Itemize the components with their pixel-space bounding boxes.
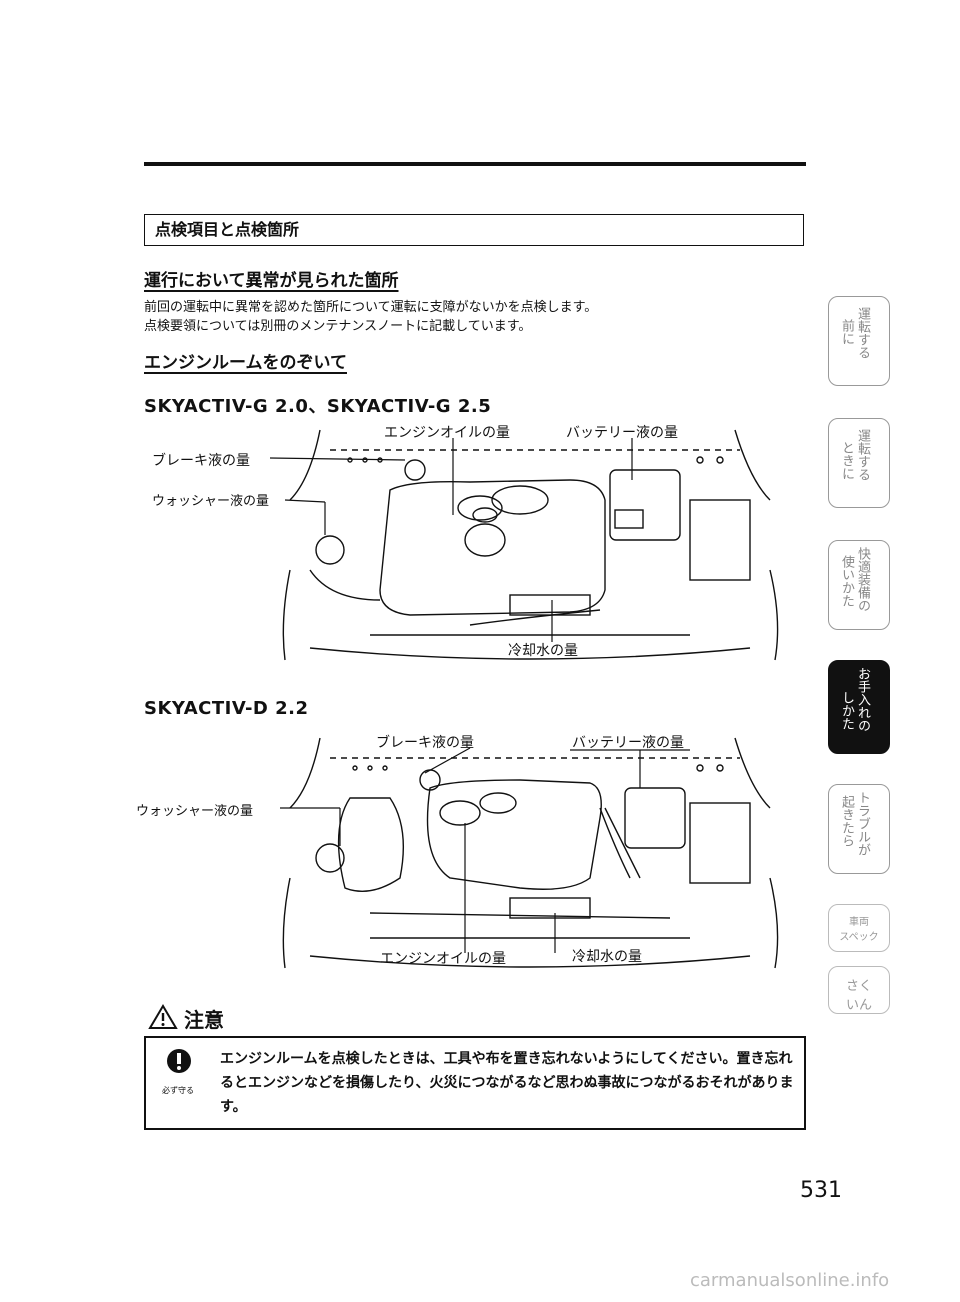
tab-trouble-col2: トラブルが [855,791,870,856]
tab-before-driving-col2: 運転する [855,307,870,359]
caution-title: 注意 [184,1008,224,1032]
tab-spec[interactable]: 車両 スペック [828,904,890,952]
heading-abnormal: 運行において異常が見られた箇所 [144,271,399,291]
diagram1-label-coolant: 冷却水の量 [508,643,578,659]
intro-paragraph: 前回の運転中に異常を認めた箇所について運転に支障がないかを点検します。 点検要領… [144,298,597,336]
engine-room-diagram-1 [270,429,779,661]
caution-box [144,1036,806,1130]
tab-index-line2: いん [845,998,872,1013]
tab-index-line1: さく [845,979,872,994]
section-title: 点検項目と点検箇所 [144,214,804,246]
tab-spec-line2: スペック [839,932,879,943]
intro-line-2: 点検要領については別冊のメンテナンスノートに記載しています。 [144,319,532,334]
tab-comfort[interactable]: 使いかた 快適装備の [828,540,890,630]
warning-triangle-icon [148,1004,178,1029]
top-rule [144,162,806,166]
diagram1-model: SKYACTIV-G 2.0、SKYACTIV-G 2.5 [144,396,492,417]
diagram2-label-battery: バッテリー液の量 [572,735,684,751]
tab-trouble-col1: 起きたら [839,795,854,847]
diagram2-model: SKYACTIV-D 2.2 [144,698,309,719]
diagram2-label-coolant: 冷却水の量 [572,949,642,965]
exclamation-icon [167,1049,191,1073]
tab-while-driving-col2: 運転する [855,429,870,481]
watermark: carmanualsonline.info [690,1270,890,1291]
engine-room-diagram-2 [280,737,779,969]
diagram1-label-brake: ブレーキ液の量 [152,453,250,469]
diagram2-label-washer: ウォッシャー液の量 [136,804,254,819]
tab-comfort-col2: 快適装備の [855,547,870,612]
diagram2-label-engine-oil: エンジンオイルの量 [380,951,506,967]
page-number: 531 [800,1178,842,1203]
tab-comfort-col1: 使いかた [839,555,854,607]
tab-maintenance-col1: しかた [839,691,854,730]
tab-while-driving-col1: ときに [839,441,854,480]
tab-trouble[interactable]: 起きたら トラブルが [828,784,890,874]
diagram1-label-engine-oil: エンジンオイルの量 [384,425,510,441]
diagram1-label-battery: バッテリー液の量 [566,425,678,441]
tab-before-driving-col1: 前に [839,319,854,345]
heading-engine-room: エンジンルームをのぞいて [144,353,347,373]
tab-index[interactable]: さく いん [828,966,890,1014]
must-follow-label: 必ず守る [162,1086,194,1095]
diagram1-label-washer: ウォッシャー液の量 [152,494,270,509]
caution-text: エンジンルームを点検したときは、工具や布を置き忘れないようにしてください。置き忘… [220,1051,794,1115]
intro-line-1: 前回の運転中に異常を認めた箇所について運転に支障がないかを点検します。 [144,300,598,315]
tab-spec-line1: 車両 [849,917,869,928]
tab-maintenance-col2: お手入れの [855,667,870,732]
tab-maintenance[interactable]: しかた お手入れの [828,660,890,754]
tab-while-driving[interactable]: ときに 運転する [828,418,890,508]
diagram2-label-brake: ブレーキ液の量 [376,735,474,751]
tab-before-driving[interactable]: 前に 運転する [828,296,890,386]
